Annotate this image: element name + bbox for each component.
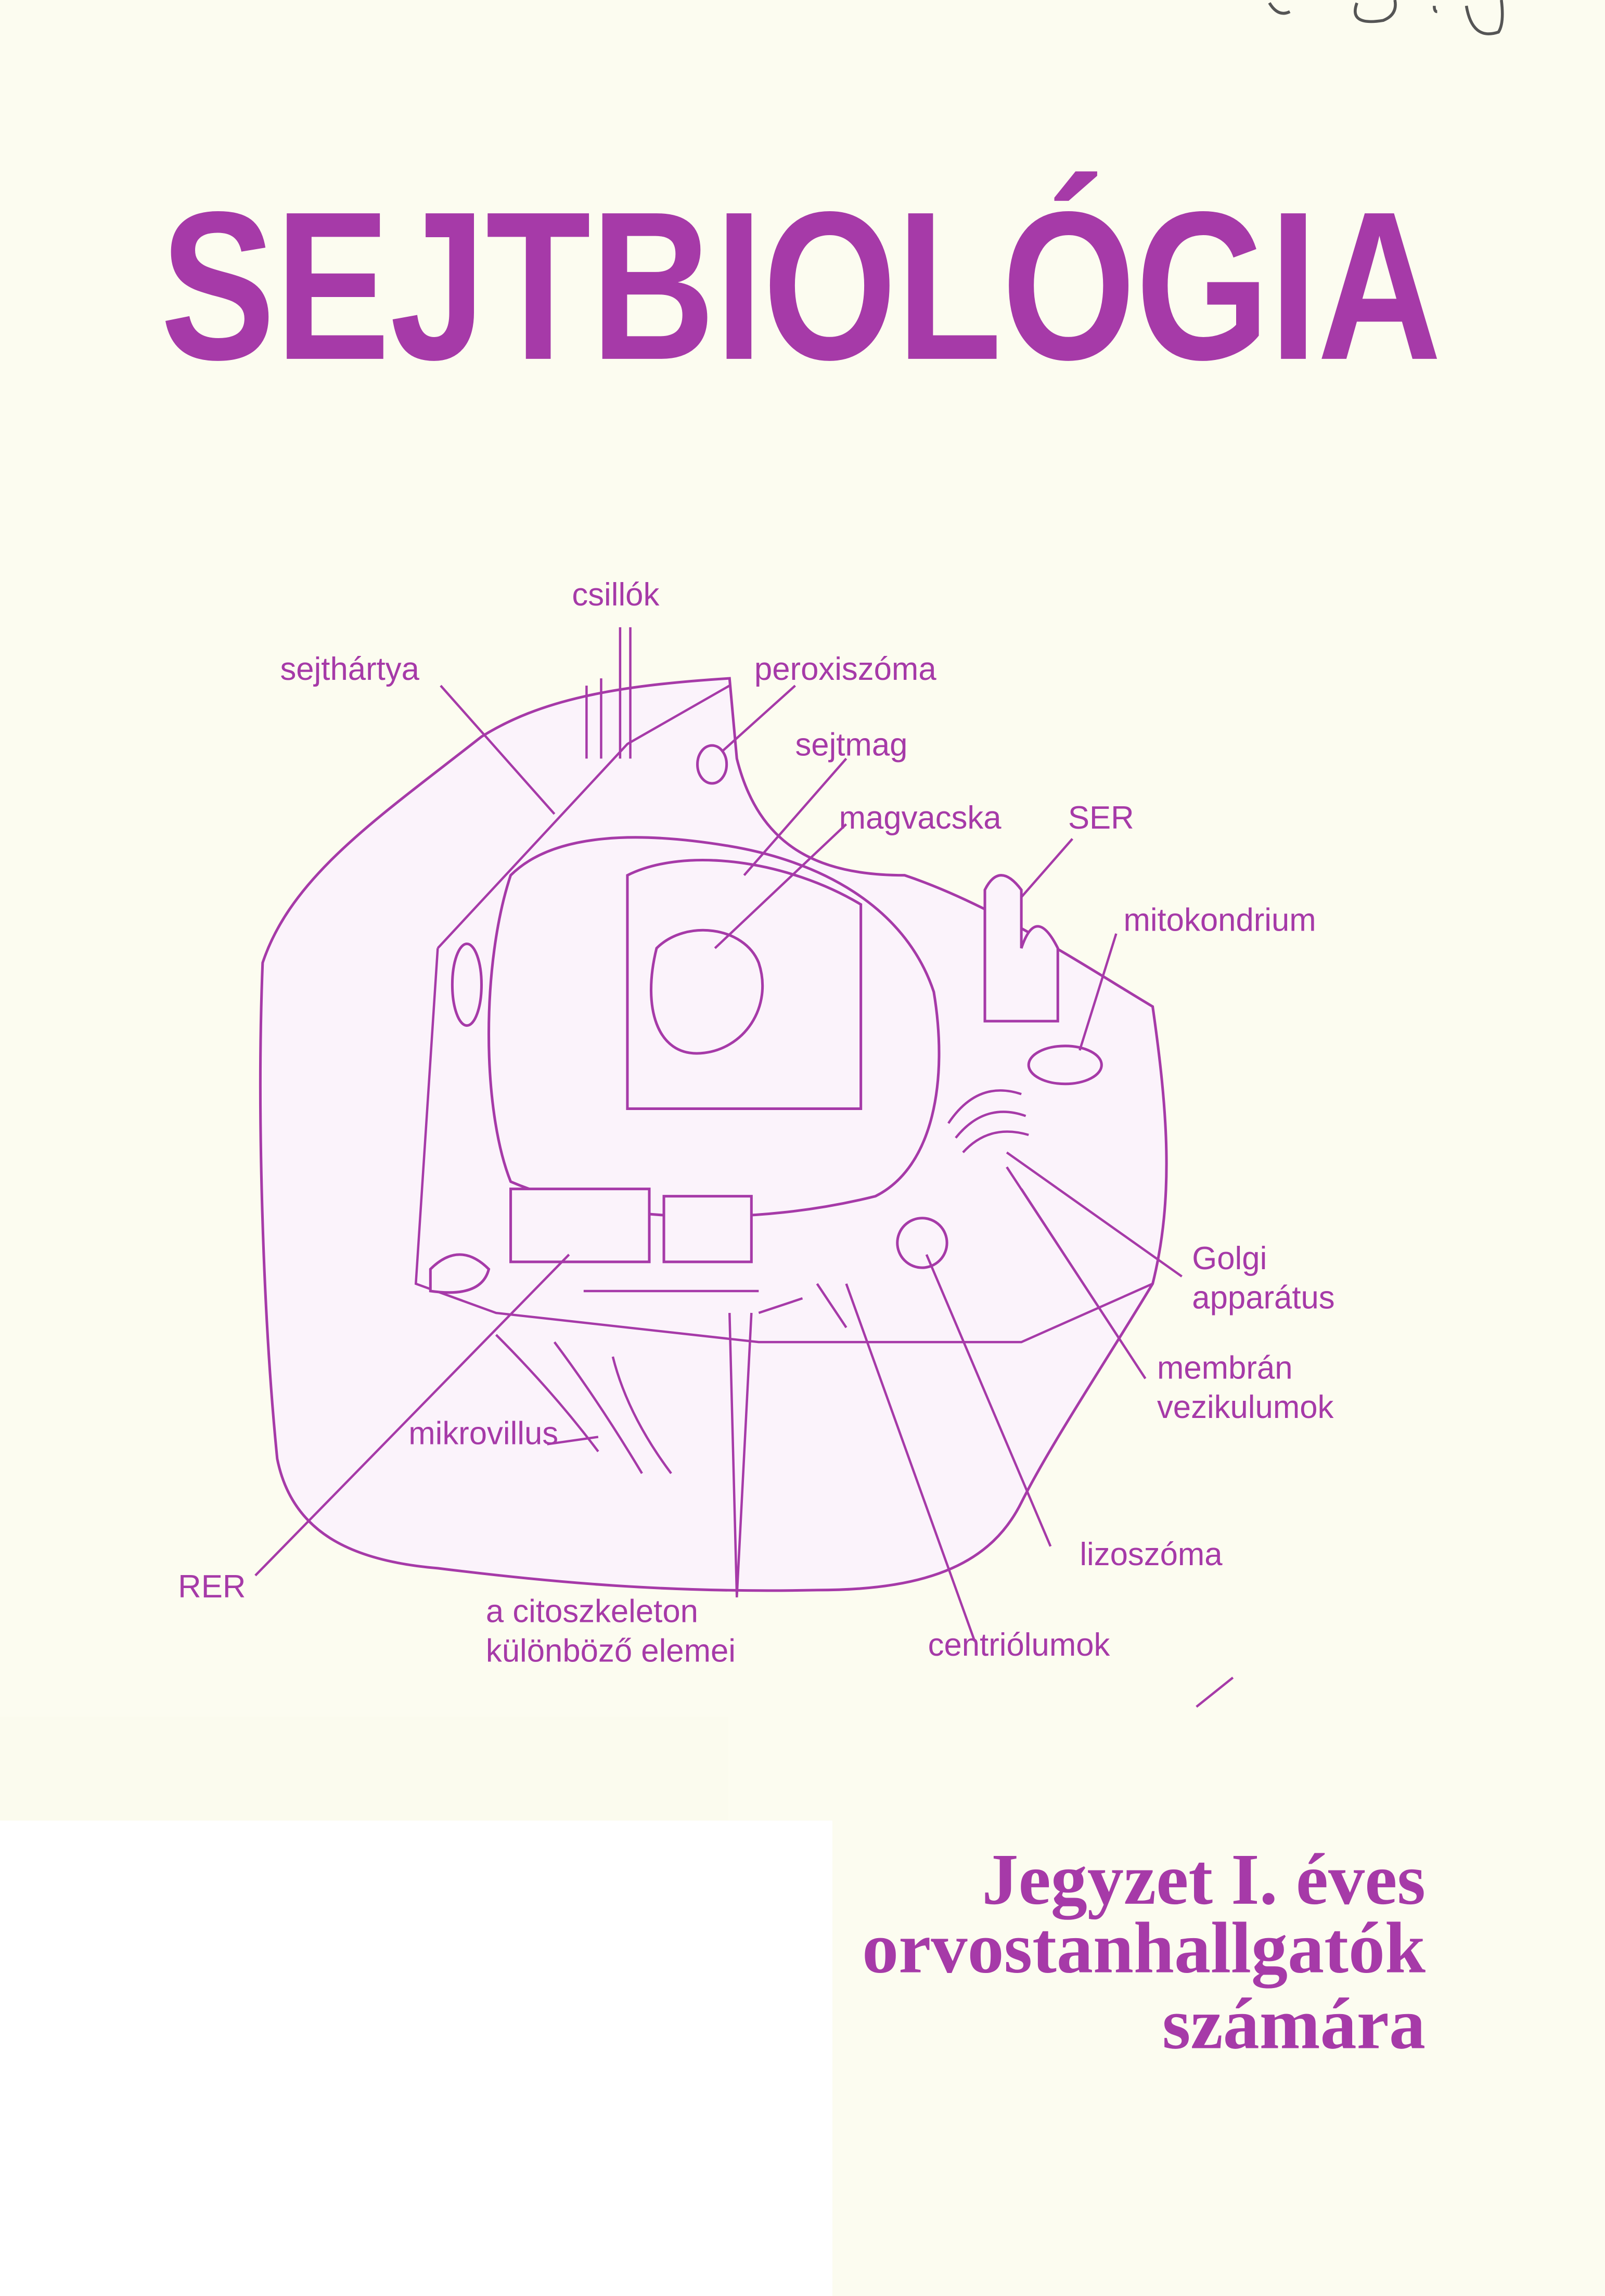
- rer-block: [509, 1188, 651, 1263]
- label-rer: RER: [178, 1569, 246, 1605]
- label-peroxiszoma: peroxiszóma: [754, 651, 936, 687]
- cilia: [585, 627, 632, 759]
- page-title: SEJTBIOLÓGIA: [160, 168, 1441, 404]
- mitochondrion: [1027, 1044, 1103, 1086]
- handwritten-mark: [1268, 0, 1504, 35]
- subtitle-line-2: orvostanhallgatók: [862, 1908, 1426, 1989]
- peroxisome: [696, 744, 728, 785]
- label-golgi: Golgi: [1192, 1241, 1267, 1276]
- label-magvacska: magvacska: [839, 800, 1002, 836]
- label-citoszkeleton: a citoszkeleton: [486, 1594, 698, 1630]
- cytoskeleton: [583, 1283, 848, 1328]
- mitochondrion: [451, 942, 483, 1027]
- cell-diagram: [254, 627, 1234, 1708]
- mitochondrion: [429, 1253, 491, 1294]
- golgi: [947, 1089, 1029, 1154]
- label-centriolumok: centriólumok: [928, 1627, 1110, 1663]
- leader-lines: [254, 685, 1234, 1708]
- scan-paper-region: [0, 1821, 832, 2296]
- lysosome: [896, 1217, 948, 1269]
- microvilli: [495, 1334, 672, 1474]
- subtitle-line-1: Jegyzet I. éves: [982, 1839, 1426, 1920]
- ser: [983, 874, 1059, 1023]
- nucleolus: [650, 928, 764, 1055]
- scan-paper-strip: [0, 1717, 728, 1821]
- label-golgi-2: apparátus: [1192, 1280, 1334, 1316]
- label-sejthartya: sejthártya: [280, 651, 419, 687]
- rer-block: [662, 1195, 753, 1263]
- label-membran: membrán: [1157, 1350, 1293, 1386]
- label-csillok: csillók: [572, 577, 659, 613]
- label-citoszkeleton-2: különböző elemei: [486, 1633, 736, 1669]
- label-membran-2: vezikulumok: [1157, 1389, 1334, 1425]
- label-sejtmag: sejtmag: [795, 727, 907, 763]
- label-ser: SER: [1068, 800, 1134, 836]
- label-lizoszoma: lizoszóma: [1080, 1537, 1223, 1572]
- label-mitokondrium: mitokondrium: [1123, 902, 1316, 938]
- label-mikrovillus: mikrovillus: [408, 1415, 558, 1451]
- subtitle-line-3: számára: [1162, 1984, 1426, 2065]
